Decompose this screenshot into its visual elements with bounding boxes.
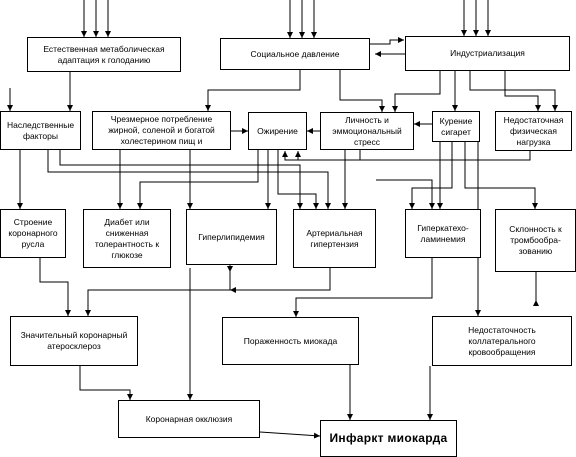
node-structure: Строение коронарного русла [0,209,66,258]
edge-social-personality [339,70,385,112]
edge-smoking-thrombosis [464,142,538,209]
edge-hypertension-join [230,268,331,293]
edge-occlusion-infarction [259,431,321,439]
node-heredity: Наследственные факторы [0,111,81,150]
node-industrial: Индустриализация [405,36,570,71]
edge-industrial-inactivity [504,71,541,111]
edge-inactivity-obesity [295,151,531,161]
node-occlusion: Коронарная окклюзия [118,400,260,438]
edge-heredity-hypertension [59,150,303,209]
node-infarction: Инфаркт миокарда [320,420,457,457]
edge-sclerosis-occlusion [79,366,133,400]
edge-hypertension-catecholamine [376,179,435,209]
node-metabolic: Естественная метаболическая адаптация к … [27,37,181,72]
node-personality: Личность и эммоциональный стресс [320,112,414,150]
node-thrombosis: Склонность к тромбообра-зованию [495,209,576,272]
node-hyperlipidemia: Гиперлипидемия [186,209,277,265]
connector-lines [7,0,558,439]
node-inactivity: Недостаточная физическая нагрузка [495,111,572,151]
node-obesity: Ожирение [248,112,307,150]
edge-heredity-bus [47,150,331,209]
node-myocardium: Пораженность миокада [222,317,359,365]
node-hypertension: Артериальная гипертензия [293,209,376,268]
edge-personality-obesity-loop [282,150,361,161]
edge-structure-sclerosis [39,258,71,316]
edge-group-sclerosis [85,272,231,316]
node-collateral: Недостаточность коллатерального кровообр… [432,316,572,366]
edge-social-industrial [370,37,404,45]
edge-social-diet [205,70,301,111]
node-diabetes: Диабет или сниженная толерантность к глю… [83,209,171,268]
node-social: Социальное давление [220,38,370,70]
edge-catecholamine-myocardium [293,258,433,317]
node-diet: Чрезмерное потребление жирной, соленой и… [92,111,231,150]
edge-obesity-diabetes [137,150,259,209]
node-smoking: Курение сигарет [432,111,480,142]
edge-industrial-personality [392,71,441,112]
edge-obesity-hypertension [277,150,319,209]
node-sclerosis: Значительный коронарный атеросклероз [10,316,138,366]
edge-industrial-inactivity-2 [469,71,558,111]
node-catecholamine: Гиперкатехо-ламинемия [405,209,481,258]
